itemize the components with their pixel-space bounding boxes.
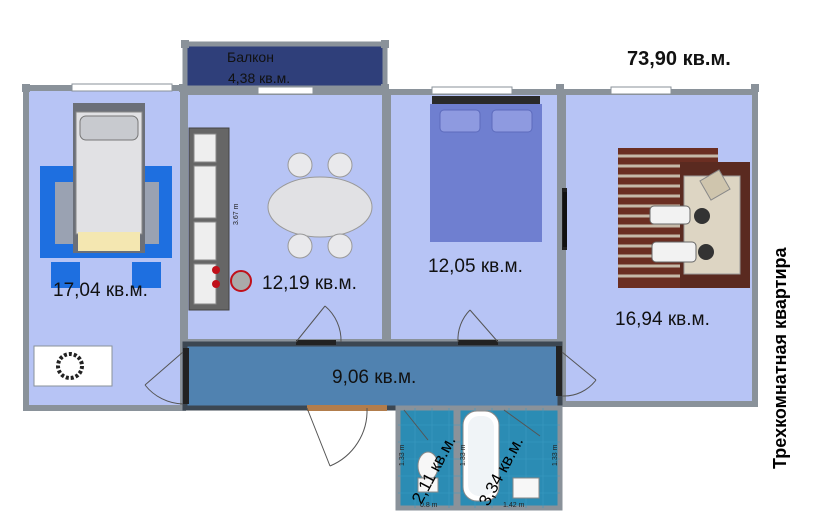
area-kitchen: 12,19 кв.м. bbox=[262, 273, 357, 294]
people-seated bbox=[649, 205, 714, 263]
kitchen-counter bbox=[188, 127, 252, 311]
bed-single-left bbox=[40, 103, 172, 288]
dim-kitchen-wall: 3.67 m bbox=[233, 203, 240, 225]
apartment-type-caption: Трехкомнатная квартира bbox=[770, 247, 790, 469]
sofa bbox=[680, 162, 750, 288]
balcony-name: Балкон bbox=[227, 49, 274, 65]
dim-bath-height-right: 1.33 m bbox=[552, 444, 559, 466]
area-bedroom-left: 17,04 кв.м. bbox=[53, 280, 148, 301]
area-living: 16,94 кв.м. bbox=[615, 309, 710, 330]
dim-bath-width: 1.42 m bbox=[503, 502, 525, 509]
dim-wc-height: 1.33 m bbox=[399, 444, 406, 466]
windows bbox=[71, 83, 672, 95]
balcony-area: 4,38 кв.м. bbox=[228, 70, 291, 86]
tv-stand bbox=[563, 192, 567, 247]
bed-double bbox=[430, 96, 542, 242]
wall-posts bbox=[22, 40, 759, 92]
bathtub bbox=[462, 410, 540, 502]
total-area: 73,90 кв.м. bbox=[627, 48, 731, 70]
area-bedroom-mid: 12,05 кв.м. bbox=[428, 256, 523, 277]
toilet bbox=[417, 451, 439, 493]
dining-table bbox=[267, 152, 373, 259]
plant-box bbox=[33, 345, 113, 387]
dim-wc-width: 0.8 m bbox=[420, 502, 438, 509]
area-corridor: 9,06 кв.м. bbox=[332, 367, 417, 388]
dim-bath-height-left: 1.33 m bbox=[460, 444, 467, 466]
